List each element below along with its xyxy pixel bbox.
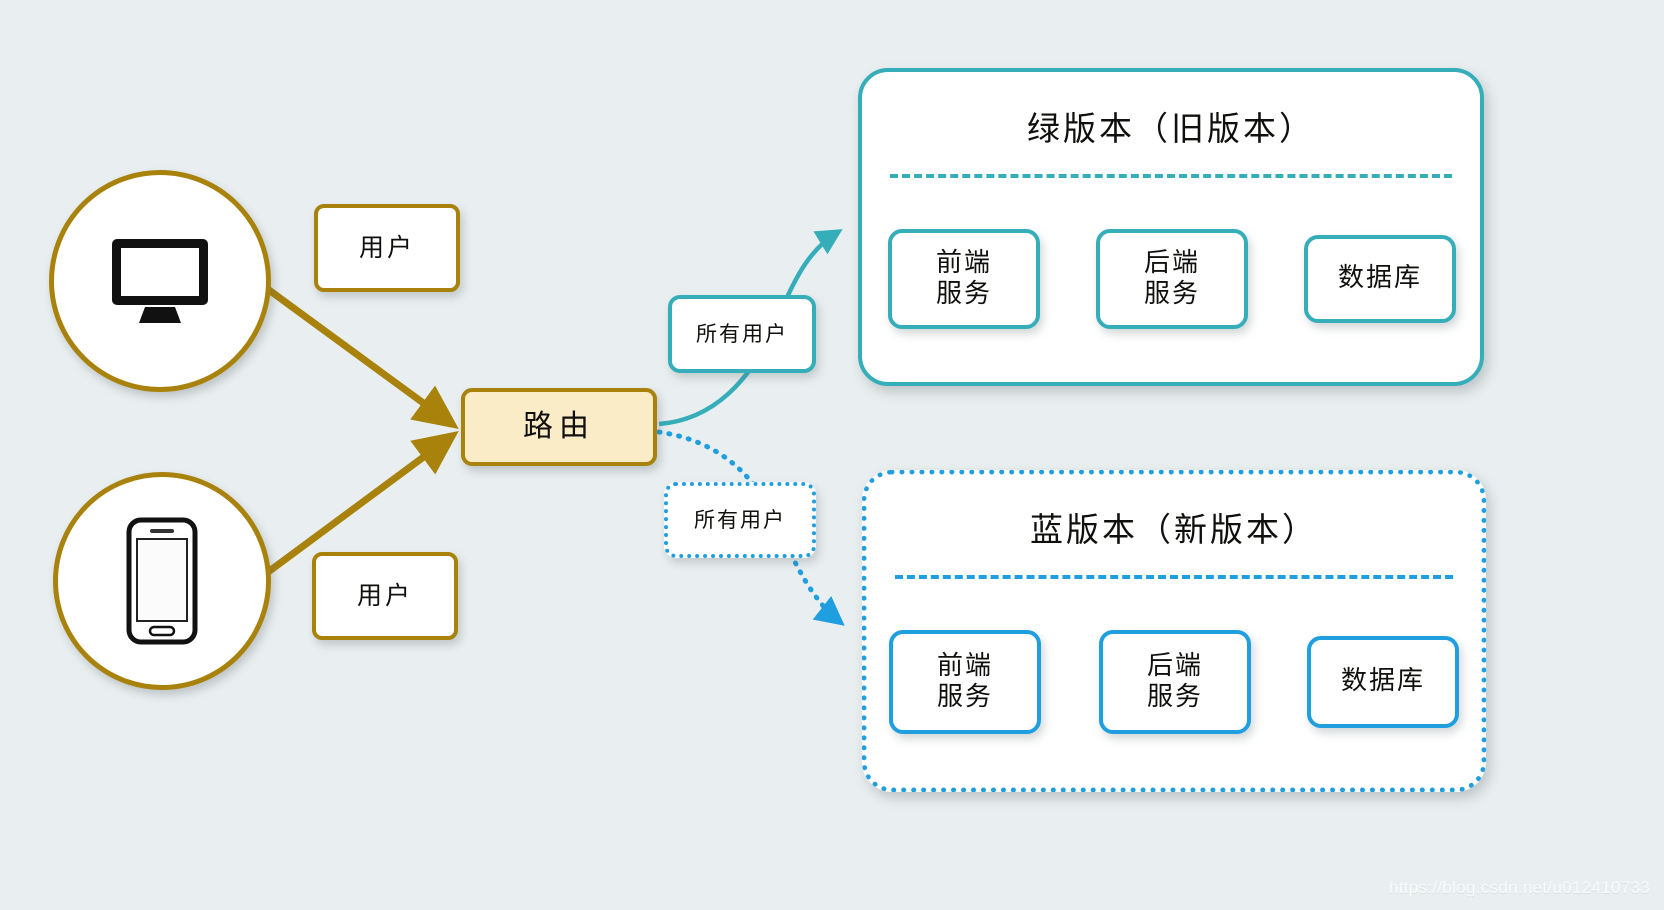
traffic-label-to-green: 所有用户: [668, 295, 816, 373]
user-mobile-node[interactable]: [53, 472, 271, 690]
router-label: 路由: [523, 409, 595, 445]
service-box-blue-database[interactable]: 数据库: [1307, 636, 1459, 728]
service-box-green-database[interactable]: 数据库: [1304, 235, 1456, 323]
label-user-mobile: 用户: [312, 552, 458, 640]
traffic-label-to-blue-text: 所有用户: [694, 507, 786, 532]
edge-mobile-to-router: [257, 431, 459, 581]
label-user-desktop-text: 用户: [358, 233, 415, 263]
traffic-label-to-green-text: 所有用户: [696, 321, 788, 346]
version-panel-blue-divider: [895, 575, 1453, 579]
service-box-blue-frontend[interactable]: 前端 服务: [889, 630, 1041, 734]
service-box-blue-backend[interactable]: 后端 服务: [1099, 630, 1251, 734]
watermark-text: https://blog.csdn.net/u012410733: [1388, 878, 1650, 897]
service-box-green-backend[interactable]: 后端 服务: [1096, 229, 1248, 329]
version-panel-green-divider: [890, 174, 1452, 178]
desktop-monitor-icon: [54, 175, 266, 387]
version-panel-blue: 蓝版本（新版本） 前端 服务 后端 服务 数据库: [862, 470, 1486, 792]
smartphone-icon: [58, 477, 266, 685]
edge-desktop-to-router: [255, 279, 459, 429]
user-desktop-node[interactable]: [49, 170, 271, 392]
service-box-green-frontend[interactable]: 前端 服务: [888, 229, 1040, 329]
router-node[interactable]: 路由: [461, 388, 657, 466]
label-user-mobile-text: 用户: [356, 581, 413, 611]
traffic-label-to-blue: 所有用户: [664, 482, 816, 558]
label-user-desktop: 用户: [314, 204, 460, 292]
version-panel-blue-title: 蓝版本（新版本）: [1030, 510, 1318, 549]
version-panel-green-title: 绿版本（旧版本）: [1027, 109, 1315, 148]
version-panel-green: 绿版本（旧版本） 前端 服务 后端 服务 数据库: [858, 68, 1484, 386]
